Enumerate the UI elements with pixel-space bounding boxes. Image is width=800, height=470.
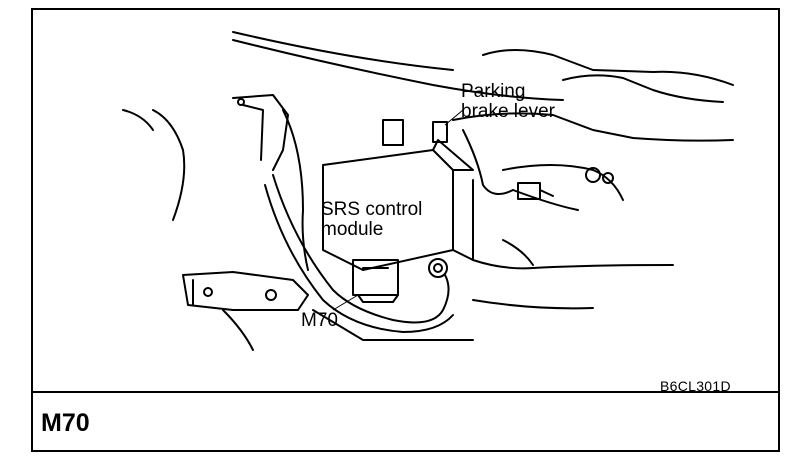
parking-label-line2: brake lever <box>461 101 555 122</box>
footer-code: M70 <box>41 409 90 437</box>
footer-divider <box>33 391 778 393</box>
illustration <box>122 31 734 351</box>
srs-control-module-label: SRS control module <box>321 200 422 240</box>
connector-m70-label: M70 <box>301 310 338 331</box>
srs-label-line2: module <box>321 219 384 240</box>
diagram-frame: Parking brake lever SRS control module M… <box>31 8 780 452</box>
reference-code: B6CL301D <box>660 378 731 394</box>
parking-label-line1: Parking <box>461 81 526 102</box>
srs-label-line1: SRS control <box>321 199 423 220</box>
parking-brake-lever-label: Parking brake lever <box>461 82 555 122</box>
